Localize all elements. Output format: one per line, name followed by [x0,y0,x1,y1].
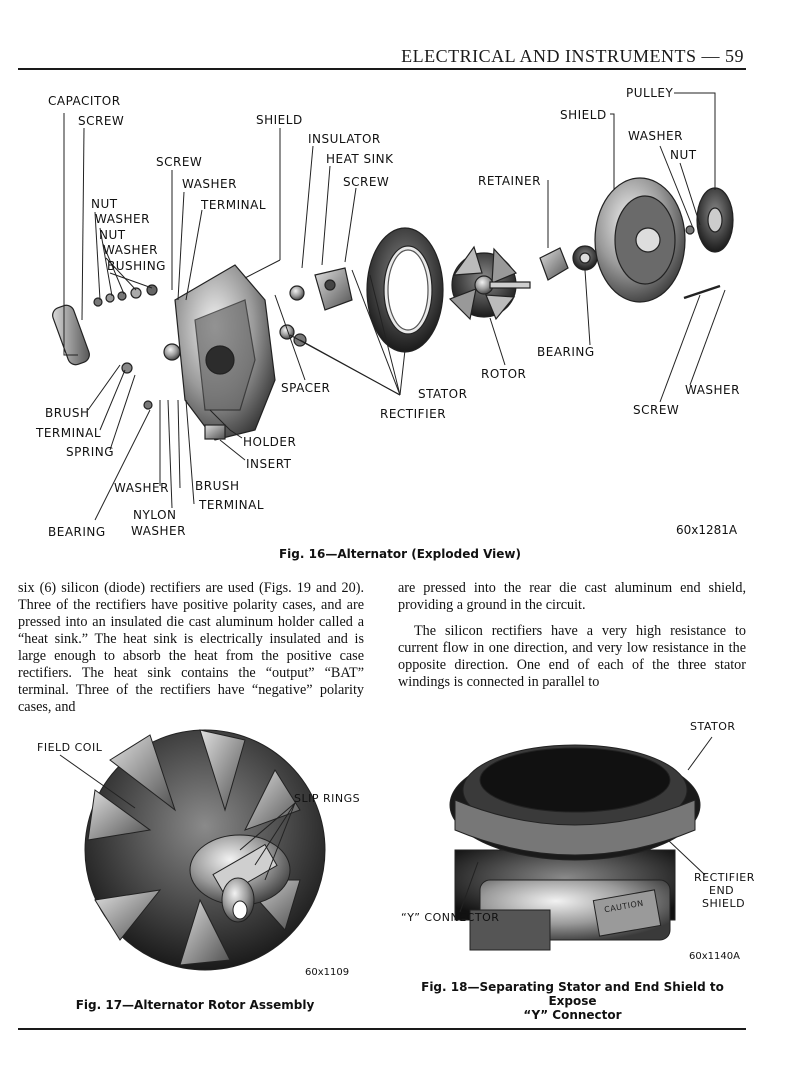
label-field-coil: FIELD COIL [37,741,103,754]
label-washer-nylon: WASHER [131,524,186,538]
label-shield-left: SHIELD [256,113,303,127]
label-nut-pulley: NUT [670,148,697,162]
label-washer-pulley: WASHER [628,129,683,143]
label-stator: STATOR [418,387,468,401]
label-shield-fig18: SHIELD [702,897,746,910]
fig16-drawing [52,177,734,441]
fig18-code: 60x1140A [689,951,740,962]
running-header: ELECTRICAL AND INSTRUMENTS — 59 [360,46,744,67]
label-slip-rings: SLIP RINGS [294,792,361,805]
label-washer-1: WASHER [95,212,150,226]
fig16-leaders [63,92,726,521]
label-insulator: INSULATOR [308,132,381,146]
label-insert: INSERT [246,457,292,471]
label-spacer: SPACER [281,381,331,395]
label-retainer: RETAINER [478,174,541,188]
fig18-caption-line2: “Y” Connector [523,1008,622,1022]
label-screw-heatsink: SCREW [343,175,390,189]
label-screw-right: SCREW [633,403,680,417]
fig18-drawing [449,744,701,951]
body-right-paragraph-2: The silicon rectifiers have a very high … [398,623,746,690]
page-number: — 59 [701,46,744,66]
label-capacitor: CAPACITOR [48,94,121,108]
fig18-leaders [459,736,713,913]
fig17-drawing [84,729,326,971]
label-pulley: PULLEY [626,86,674,100]
label-terminal-left: TERMINAL [36,426,102,440]
label-heat-sink: HEAT SINK [326,152,394,166]
label-screw-top-left: SCREW [78,114,125,128]
label-screw-mid: SCREW [156,155,203,169]
label-brush-left: BRUSH [45,406,90,420]
label-washer-2: WASHER [103,243,158,257]
label-washer-mid: WASHER [182,177,237,191]
label-rectifier: RECTIFIER [380,407,447,421]
label-terminal-bottom: TERMINAL [199,498,265,512]
fig16-code: 60x1281A [676,523,738,537]
section-title: ELECTRICAL AND INSTRUMENTS [401,46,697,66]
header-rule [18,68,746,70]
fig16-caption: Fig. 16—Alternator (Exploded View) [278,547,521,561]
label-washer-right: WASHER [685,383,740,397]
label-nut-1: NUT [91,197,118,211]
fig18-caption: Fig. 18—Separating Stator and End Shield… [405,980,740,1022]
footer-rule [18,1028,746,1030]
label-brush-bottom: BRUSH [195,479,240,493]
label-spring: SPRING [66,445,115,459]
capacitor-part [52,304,90,366]
fig17-caption: Fig. 17—Alternator Rotor Assembly [75,998,315,1012]
label-holder: HOLDER [243,435,297,449]
label-nut-2: NUT [99,228,126,242]
fig18-caption-line1: Fig. 18—Separating Stator and End Shield… [421,980,724,1008]
label-stator-fig18: STATOR [690,720,736,733]
label-washer-bottom: WASHER [114,481,169,495]
rotor-part [448,245,531,321]
label-y-connector: “Y” CONNECTOR [401,911,500,924]
label-nylon: NYLON [133,508,177,522]
label-terminal-top: TERMINAL [201,198,267,212]
fig17-leaders [59,754,296,881]
label-rectifier-fig18: RECTIFIER [694,871,755,884]
label-end-fig18: END [709,884,735,897]
label-shield-right: SHIELD [560,108,607,122]
body-right-paragraph-1: are pressed into the rear die cast alumi… [398,580,746,613]
fig17-code: 60x1109 [305,967,350,978]
label-bearing-mid: BEARING [537,345,595,359]
body-left-paragraph: six (6) silicon (diode) rectifiers are u… [18,580,364,715]
label-bushing: BUSHING [107,259,166,273]
label-bearing-bottom: BEARING [48,525,106,539]
label-rotor: ROTOR [481,367,527,381]
